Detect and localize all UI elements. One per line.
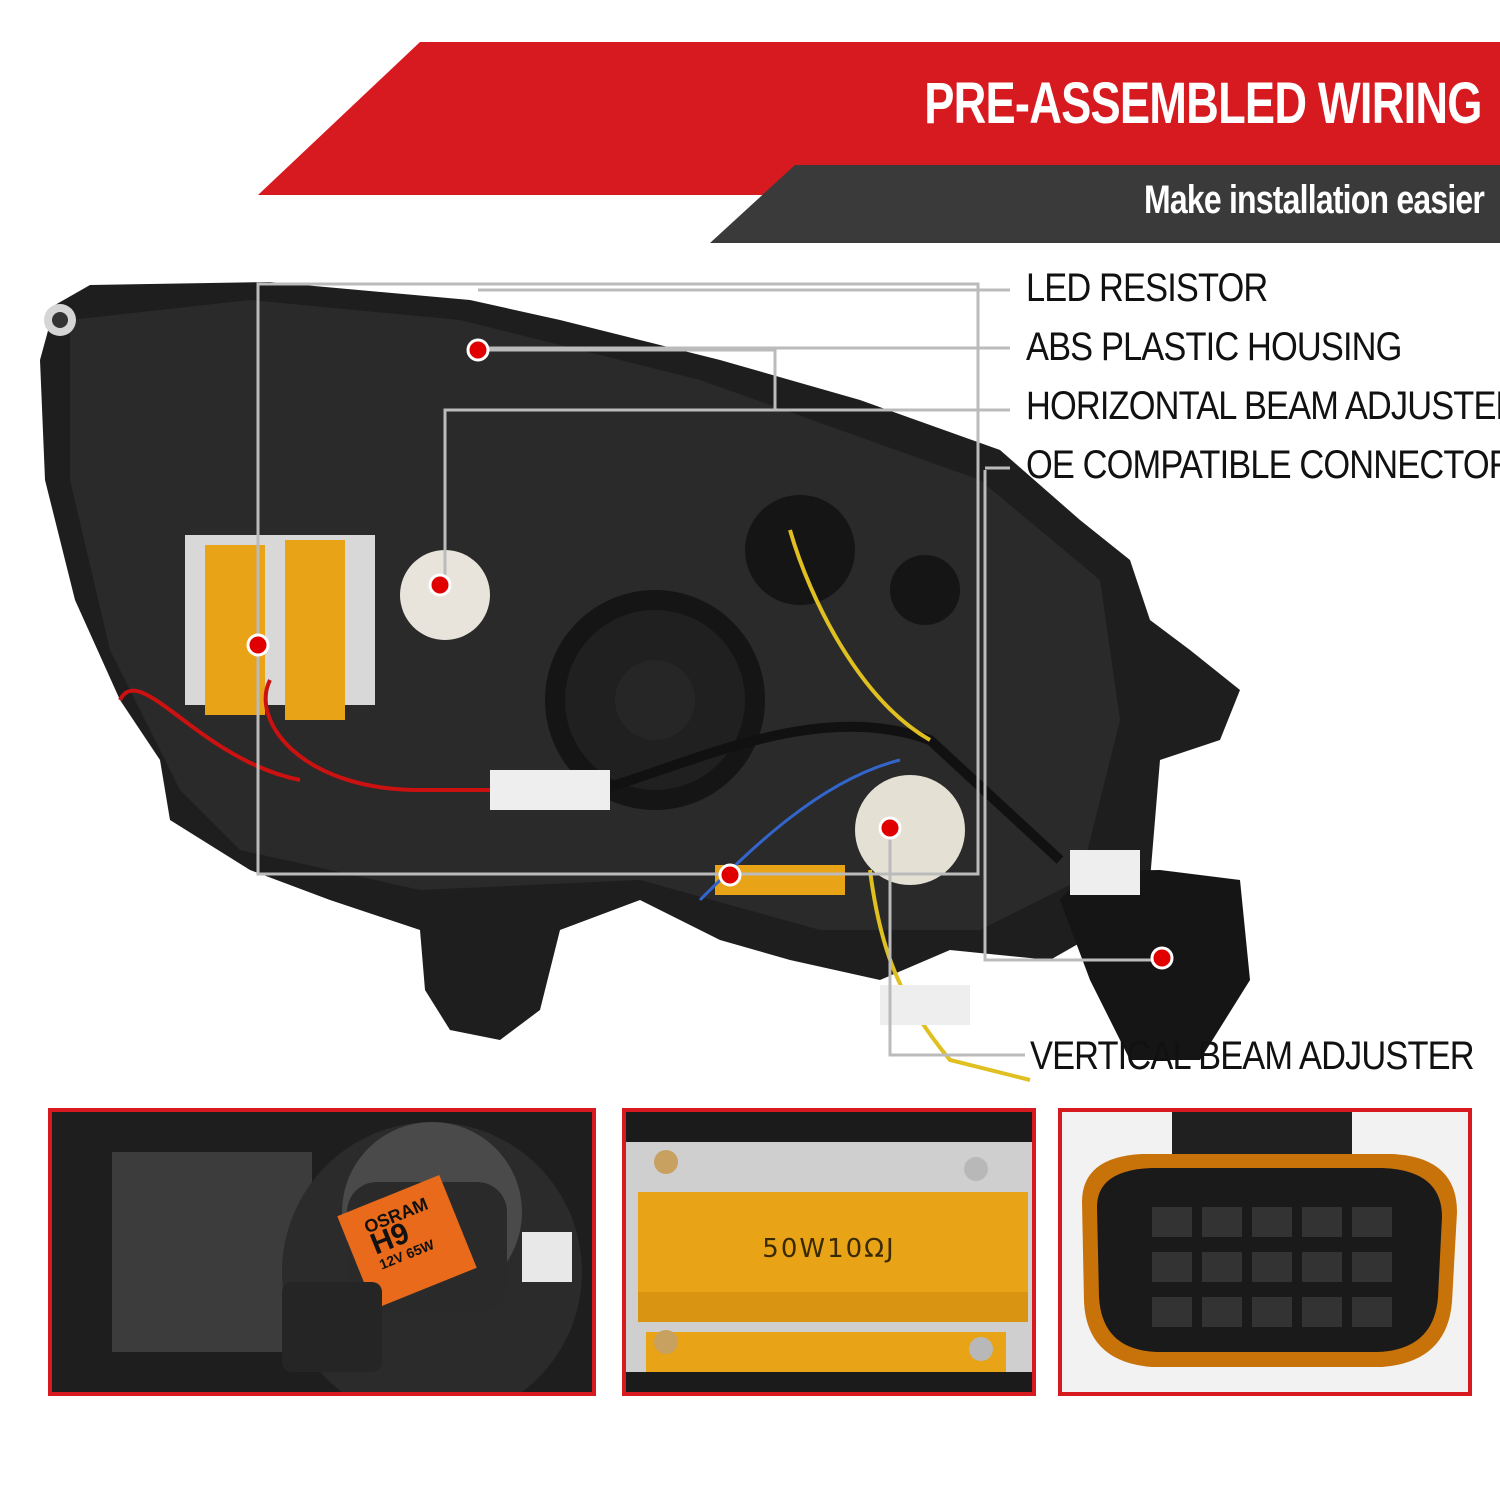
- thumbnail-bulb: OSRAM H9 12V 65W: [48, 1108, 596, 1396]
- marker-resistor: [246, 633, 270, 657]
- page-title: PRE-ASSEMBLED WIRING: [924, 71, 1483, 136]
- marker-small-resistor: [718, 863, 742, 887]
- bulb-closeup: [52, 1112, 592, 1392]
- connector-closeup: [1062, 1112, 1468, 1392]
- adjuster-connector: [880, 985, 970, 1025]
- feature-abs-housing: ABS PLASTIC HOUSING: [1026, 325, 1402, 369]
- feature-vertical-adjuster: VERTICAL BEAM ADJUSTER: [1030, 1034, 1475, 1078]
- bulb-socket: [745, 495, 855, 605]
- resistor-closeup: [626, 1112, 1032, 1392]
- page-subtitle: Make installation easier: [1143, 178, 1485, 222]
- red-banner: [258, 42, 1500, 195]
- red-wire: [263, 679, 500, 792]
- marker-horizontal-adjuster: [428, 573, 452, 597]
- marker-vertical-adjuster: [878, 816, 902, 840]
- resistor-block-2: [285, 540, 345, 720]
- feature-horizontal-adjuster: HORIZONTAL BEAM ADJUSTER: [1026, 384, 1500, 428]
- callout-frames: [256, 282, 1160, 1057]
- thumbnail-connector: [1058, 1108, 1472, 1396]
- dark-banner: [710, 165, 1500, 243]
- thumbnail-resistor: 50W10ΩJ: [622, 1108, 1036, 1396]
- headlight-rear-view: [40, 282, 1250, 1082]
- resistor-marking: 50W10ΩJ: [762, 1234, 896, 1264]
- marker-connector: [1150, 946, 1174, 970]
- marker-housing: [466, 338, 490, 362]
- wire-harness: [598, 721, 1064, 864]
- resistor-block-1: [205, 545, 265, 715]
- inline-connector: [490, 770, 610, 810]
- feature-led-resistor: LED RESISTOR: [1026, 266, 1268, 310]
- callout-markers: [246, 338, 1174, 970]
- yellow-wire: [868, 869, 1031, 1082]
- header-banner: [258, 42, 1500, 243]
- vertical-adjuster: [855, 775, 965, 885]
- feature-oe-connector: OE COMPATIBLE CONNECTOR: [1026, 443, 1500, 487]
